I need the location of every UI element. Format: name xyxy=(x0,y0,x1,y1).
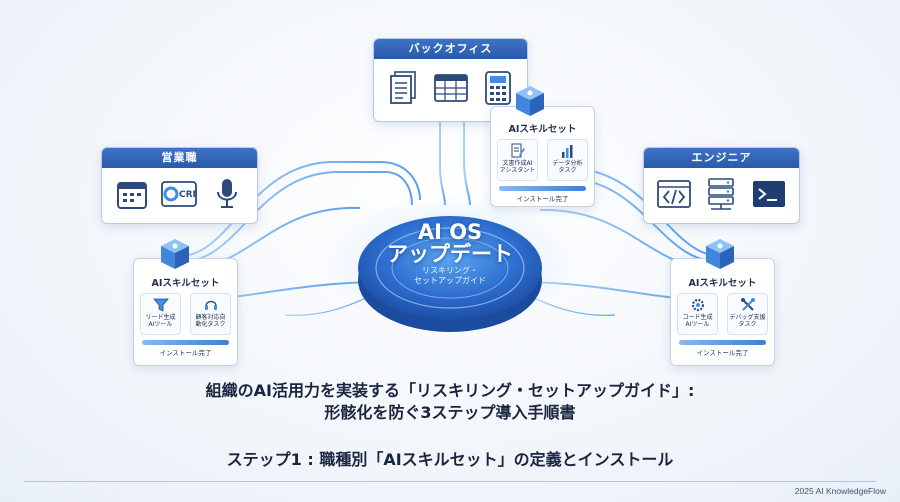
skillset-card-sales: AIスキルセット リード生成 AIツール 顧客対応自 動化タスク インストール完… xyxy=(133,258,238,366)
core-title-line2: アップデート xyxy=(387,242,513,266)
skillset-card-engineer: AIスキルセット コード生成 AIツール デバッグ支援 タスク インストール完了 xyxy=(670,258,775,366)
tool-label: リード生成 AIツール xyxy=(145,314,176,328)
skillset-title: AIスキルセット xyxy=(688,278,757,289)
tools-icon xyxy=(740,298,755,311)
document-icon xyxy=(384,68,424,108)
tool-document-assistant: 文書作成AI アシスタント xyxy=(497,139,538,181)
calculator-icon xyxy=(478,68,518,108)
spreadsheet-icon xyxy=(431,68,471,108)
crm-icon: CRM xyxy=(159,174,199,214)
tool-data-analysis: データ分析 タスク xyxy=(547,139,588,181)
tool-label: コード生成 AIツール xyxy=(682,314,713,328)
headset-icon xyxy=(204,300,217,310)
calendar-icon xyxy=(112,174,152,214)
code-window-icon xyxy=(654,174,694,214)
bar-chart-icon xyxy=(561,145,572,158)
skillset-title: AIスキルセット xyxy=(508,124,577,135)
skillset-title: AIスキルセット xyxy=(151,278,220,289)
skill-cube-icon xyxy=(161,239,189,269)
microphone-icon xyxy=(207,174,247,214)
install-progress-bar xyxy=(499,186,586,191)
doc-pen-icon xyxy=(511,143,525,158)
headline: 組織のAI活用力を実装する「リスキリング・セットアップガイド」: 形骸化を防ぐ3… xyxy=(0,380,900,424)
terminal-icon xyxy=(749,174,789,214)
role-card-sales: 営業職 CRM xyxy=(101,147,258,224)
install-status: インストール完了 xyxy=(696,349,749,357)
core-title: AI OS アップデート xyxy=(370,221,530,265)
skill-cube-icon xyxy=(516,86,544,116)
tool-code-generation: コード生成 AIツール xyxy=(677,293,718,335)
tool-label: デバッグ支援 タスク xyxy=(729,314,766,328)
server-icon xyxy=(701,174,741,214)
install-status: インストール完了 xyxy=(516,195,569,203)
tool-customer-support: 顧客対応自 動化タスク xyxy=(190,293,231,335)
tool-debug-support: デバッグ支援 タスク xyxy=(727,293,768,335)
code-gear-icon xyxy=(691,298,704,312)
install-status: インストール完了 xyxy=(159,349,212,357)
role-card-engineer: エンジニア xyxy=(643,147,800,224)
core-subtitle-line2: セットアップガイド xyxy=(414,276,486,285)
credit-text: 2025 AI KnowledgeFlow xyxy=(794,486,886,496)
headline-line1: 組織のAI活用力を実装する「リスキリング・セットアップガイド」: xyxy=(205,381,695,400)
skillset-card-backoffice: AIスキルセット 文書作成AI アシスタント データ分析 タスク インストール完… xyxy=(490,106,595,207)
funnel-icon xyxy=(152,298,169,312)
divider xyxy=(24,481,876,482)
tool-lead-generation: リード生成 AIツール xyxy=(140,293,181,335)
crm-label: CRM xyxy=(179,190,197,200)
role-header-sales: 営業職 xyxy=(102,148,257,168)
headline-line2: 形骸化を防ぐ3ステップ導入手順書 xyxy=(324,403,576,422)
tool-label: データ分析 タスク xyxy=(552,160,583,174)
role-header-backoffice: バックオフィス xyxy=(374,39,527,59)
core-subtitle-line1: リスキリング・ xyxy=(422,266,478,275)
core-title-line1: AI OS xyxy=(417,220,483,244)
step-title: ステップ1 : 職種別「AIスキルセット」の定義とインストール xyxy=(226,450,674,469)
install-progress-bar xyxy=(142,340,229,345)
install-progress-bar xyxy=(679,340,766,345)
skill-cube-icon xyxy=(706,239,734,269)
core-subtitle: リスキリング・ セットアップガイド xyxy=(370,266,530,286)
role-header-engineer: エンジニア xyxy=(644,148,799,168)
tool-label: 文書作成AI アシスタント xyxy=(499,160,536,174)
tool-label: 顧客対応自 動化タスク xyxy=(195,314,226,328)
